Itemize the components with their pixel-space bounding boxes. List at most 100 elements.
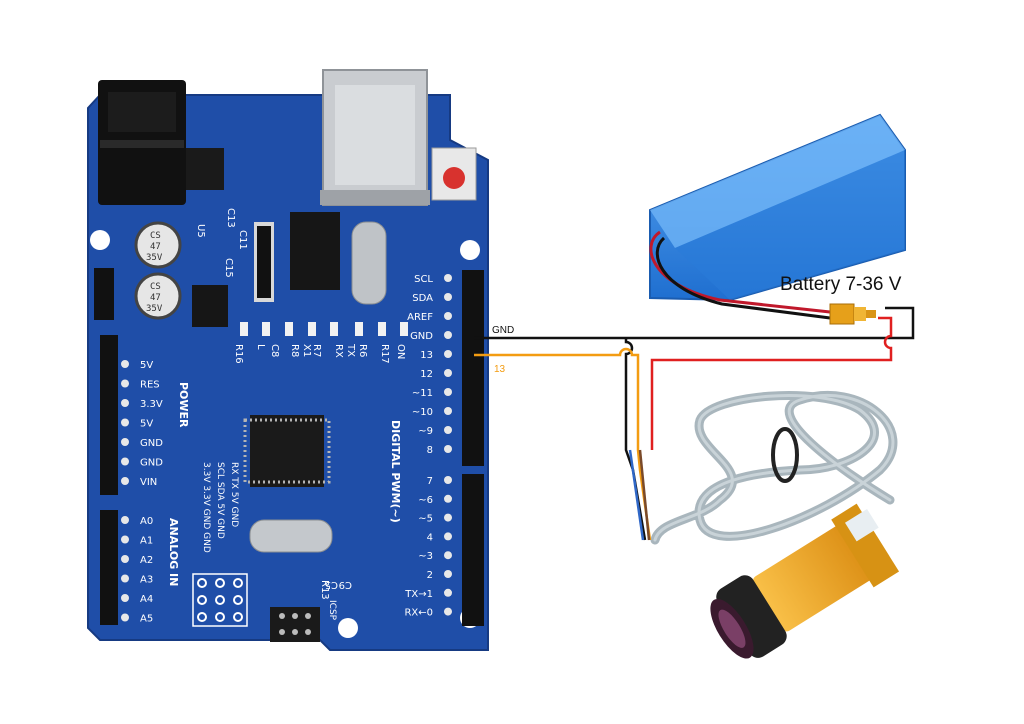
digital-pin-hole: [444, 274, 452, 282]
analog-pin-label: A2: [140, 555, 153, 566]
digital-pin-hole: [444, 312, 452, 320]
battery-connector: [829, 303, 876, 325]
signal-wire: [474, 347, 652, 541]
svg-text:RX: RX: [333, 344, 344, 358]
crystal-2: [249, 519, 333, 553]
wiring: GND 13: [474, 306, 915, 541]
svg-text:C11: C11: [237, 230, 248, 250]
sensor-gnd-wire: [624, 338, 647, 541]
digital-pin-label: SDA: [412, 293, 433, 304]
digital-pin-label: ~10: [412, 407, 433, 418]
svg-text:C15: C15: [223, 258, 234, 278]
analog-pin-label: A4: [140, 594, 153, 605]
svg-text:3.3V 3.3V GND GND: 3.3V 3.3V GND GND: [201, 462, 211, 553]
digital-pin-label: GND: [410, 331, 433, 342]
digital-pin-hole: [444, 476, 452, 484]
op-amp-chip: [192, 285, 228, 327]
digital-pin-label: ~11: [412, 388, 433, 399]
digital-pin-label: RX←0: [404, 608, 433, 619]
icsp-header: ICSP: [270, 600, 337, 642]
power-pin-label: 3.3V: [140, 399, 163, 410]
power-pin-hole: [121, 379, 129, 388]
svg-text:R16: R16: [233, 344, 244, 364]
digital-pin-label: 2: [427, 570, 433, 581]
svg-text:U5: U5: [195, 224, 206, 238]
mounting-hole: [338, 618, 358, 638]
reset-button[interactable]: [431, 147, 477, 201]
analog-pin-hole: [121, 613, 129, 622]
digital-pin-label: TX→1: [404, 589, 433, 600]
digital-pin-hole: [444, 293, 452, 301]
capacitor-1: CS 47 35V: [134, 221, 182, 269]
digital-pin-hole: [444, 388, 452, 396]
digital-header: DIGITAL PWM(~) SCLSDAAREFGND1312~11~10~9…: [389, 270, 484, 626]
svg-text:R13: R13: [319, 580, 330, 600]
power-pin-hole: [121, 360, 129, 368]
digital-pin-hole: [444, 350, 452, 358]
svg-text:C13: C13: [225, 208, 236, 228]
power-pin-hole: [121, 438, 129, 446]
power-pin-hole: [121, 418, 129, 427]
analog-pin-label: A0: [140, 516, 153, 527]
battery-pack: Battery 7-36 V: [649, 113, 906, 325]
digital-pin-label: 8: [427, 445, 433, 456]
dc-jack: [98, 80, 186, 205]
ir-sensor: [650, 391, 900, 659]
digital-pin-hole: [444, 494, 452, 503]
analog-pin-label: A5: [140, 614, 153, 625]
digital-pin-label: 13: [420, 350, 433, 361]
analog-pin-hole: [121, 516, 129, 524]
capacitor-2: CS 47 35V: [134, 272, 182, 320]
analog-pin-hole: [121, 574, 129, 583]
digital-pin-label: ~3: [418, 551, 433, 562]
power-pin-hole: [121, 457, 129, 466]
svg-text:R7: R7: [311, 344, 322, 357]
svg-text:ICSP: ICSP: [327, 600, 337, 621]
mcu-chip: [243, 415, 331, 487]
analog-pin-hole: [121, 555, 129, 563]
svg-text:35V: 35V: [146, 304, 163, 314]
svg-text:R17: R17: [379, 344, 390, 364]
mounting-hole: [460, 240, 480, 260]
signal-wire-label: 13: [494, 364, 506, 375]
power-pin-hole: [121, 399, 129, 407]
analog-pin-label: A3: [140, 575, 153, 586]
svg-text:ANALOG IN: ANALOG IN: [167, 518, 180, 586]
gnd-wire-label: GND: [492, 325, 514, 336]
svg-text:X1: X1: [301, 344, 312, 357]
gnd-wire: [474, 306, 915, 340]
digital-pin-label: SCL: [414, 274, 433, 285]
svg-text:L: L: [255, 344, 266, 350]
svg-text:SCL SDA 5V GND: SCL SDA 5V GND: [215, 462, 225, 539]
svg-text:R8: R8: [289, 344, 300, 357]
svg-text:47: 47: [150, 242, 161, 252]
digital-pin-hole: [444, 588, 452, 597]
power-pin-label: 5V: [140, 419, 153, 430]
usb-connector: [320, 69, 430, 206]
svg-text:RX TX 5V GND: RX TX 5V GND: [229, 462, 239, 527]
svg-text:CS: CS: [150, 282, 161, 292]
digital-pin-label: AREF: [407, 312, 433, 323]
power-diode: [94, 268, 114, 320]
crystal-16mhz: [351, 221, 387, 305]
digital-pin-hole: [444, 513, 452, 522]
digital-pin-hole: [444, 445, 452, 453]
analog-pin-hole: [121, 535, 129, 544]
regulator-chip: [186, 148, 224, 190]
digital-pin-hole: [444, 407, 452, 415]
digital-pin-hole: [444, 369, 452, 377]
cable-tie: [771, 427, 799, 483]
svg-text:47: 47: [150, 293, 161, 303]
svg-text:35V: 35V: [146, 253, 163, 263]
svg-text:TX: TX: [345, 343, 356, 357]
digital-pin-hole: [444, 532, 452, 541]
svg-text:C8: C8: [269, 344, 280, 357]
top-small-header: [254, 222, 274, 302]
power-pin-hole: [121, 477, 129, 485]
arduino-board: CS 47 35V CS 47 35V ICSP: [87, 69, 489, 651]
pad-grid: [192, 573, 248, 627]
digital-pin-label: 4: [427, 532, 433, 543]
silkscreen: U5 C13 C11 C15 R16 L C8 R8 R7 X1 RX TX R…: [195, 208, 406, 600]
